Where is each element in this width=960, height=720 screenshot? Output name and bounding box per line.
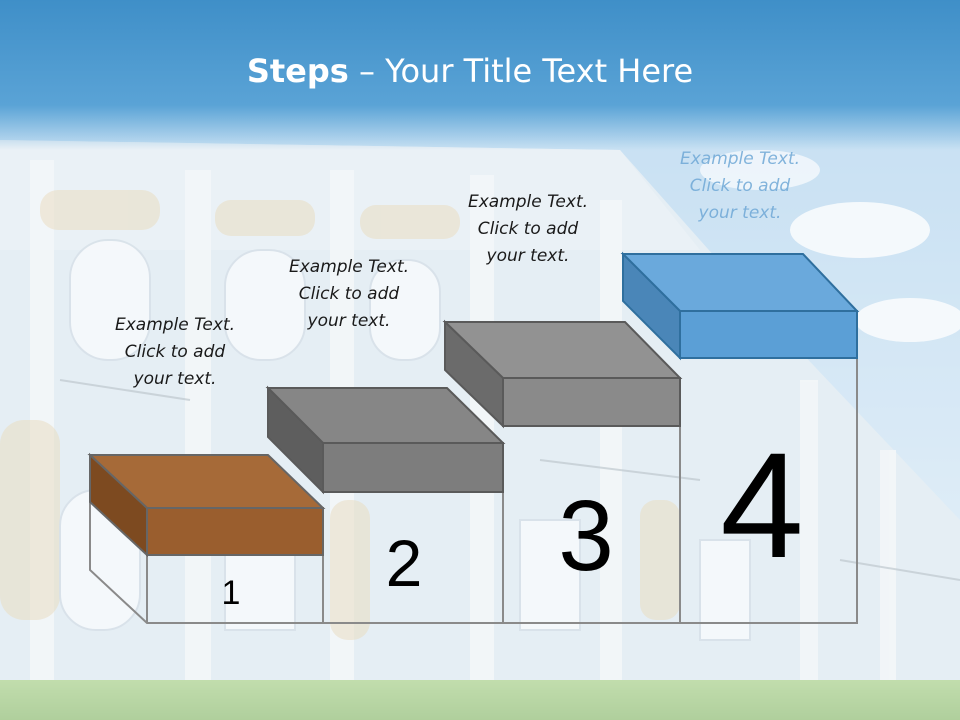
caption-line: your text.: [133, 369, 217, 389]
caption-line: Example Text.: [679, 149, 801, 169]
step-1-front: [146, 507, 324, 556]
step-3-caption[interactable]: Example Text. Click to add your text.: [438, 189, 618, 270]
caption-line: Example Text.: [114, 315, 236, 335]
caption-line: your text.: [307, 311, 391, 331]
caption-line: your text.: [698, 203, 782, 223]
title-rest: – Your Title Text Here: [348, 52, 694, 90]
step-4-caption[interactable]: Example Text. Click to add your text.: [650, 146, 830, 227]
title-band: [0, 0, 960, 150]
step-2-block[interactable]: [265, 385, 506, 495]
caption-line: Click to add: [477, 219, 579, 239]
step-4-number: 4: [720, 421, 803, 589]
caption-line: Click to add: [298, 284, 400, 304]
step-1-number: 1: [222, 574, 241, 612]
caption-line: Click to add: [689, 176, 791, 196]
step-3-front: [502, 377, 681, 427]
step-1-caption[interactable]: Example Text. Click to add your text.: [85, 312, 265, 393]
slide-title[interactable]: Steps – Your Title Text Here: [0, 52, 940, 90]
caption-line: your text.: [486, 246, 570, 266]
title-strong: Steps: [246, 52, 349, 90]
step-2-front: [322, 442, 504, 493]
caption-line: Click to add: [124, 342, 226, 362]
step-3-number: 3: [558, 480, 614, 592]
step-2-caption[interactable]: Example Text. Click to add your text.: [259, 254, 439, 335]
step-4-block[interactable]: [620, 251, 860, 361]
caption-line: Example Text.: [467, 192, 589, 212]
step-4-front: [679, 310, 858, 359]
caption-line: Example Text.: [288, 257, 410, 277]
step-1-block[interactable]: [87, 452, 326, 558]
step-3-block[interactable]: [442, 319, 683, 429]
step-2-number: 2: [386, 526, 423, 600]
